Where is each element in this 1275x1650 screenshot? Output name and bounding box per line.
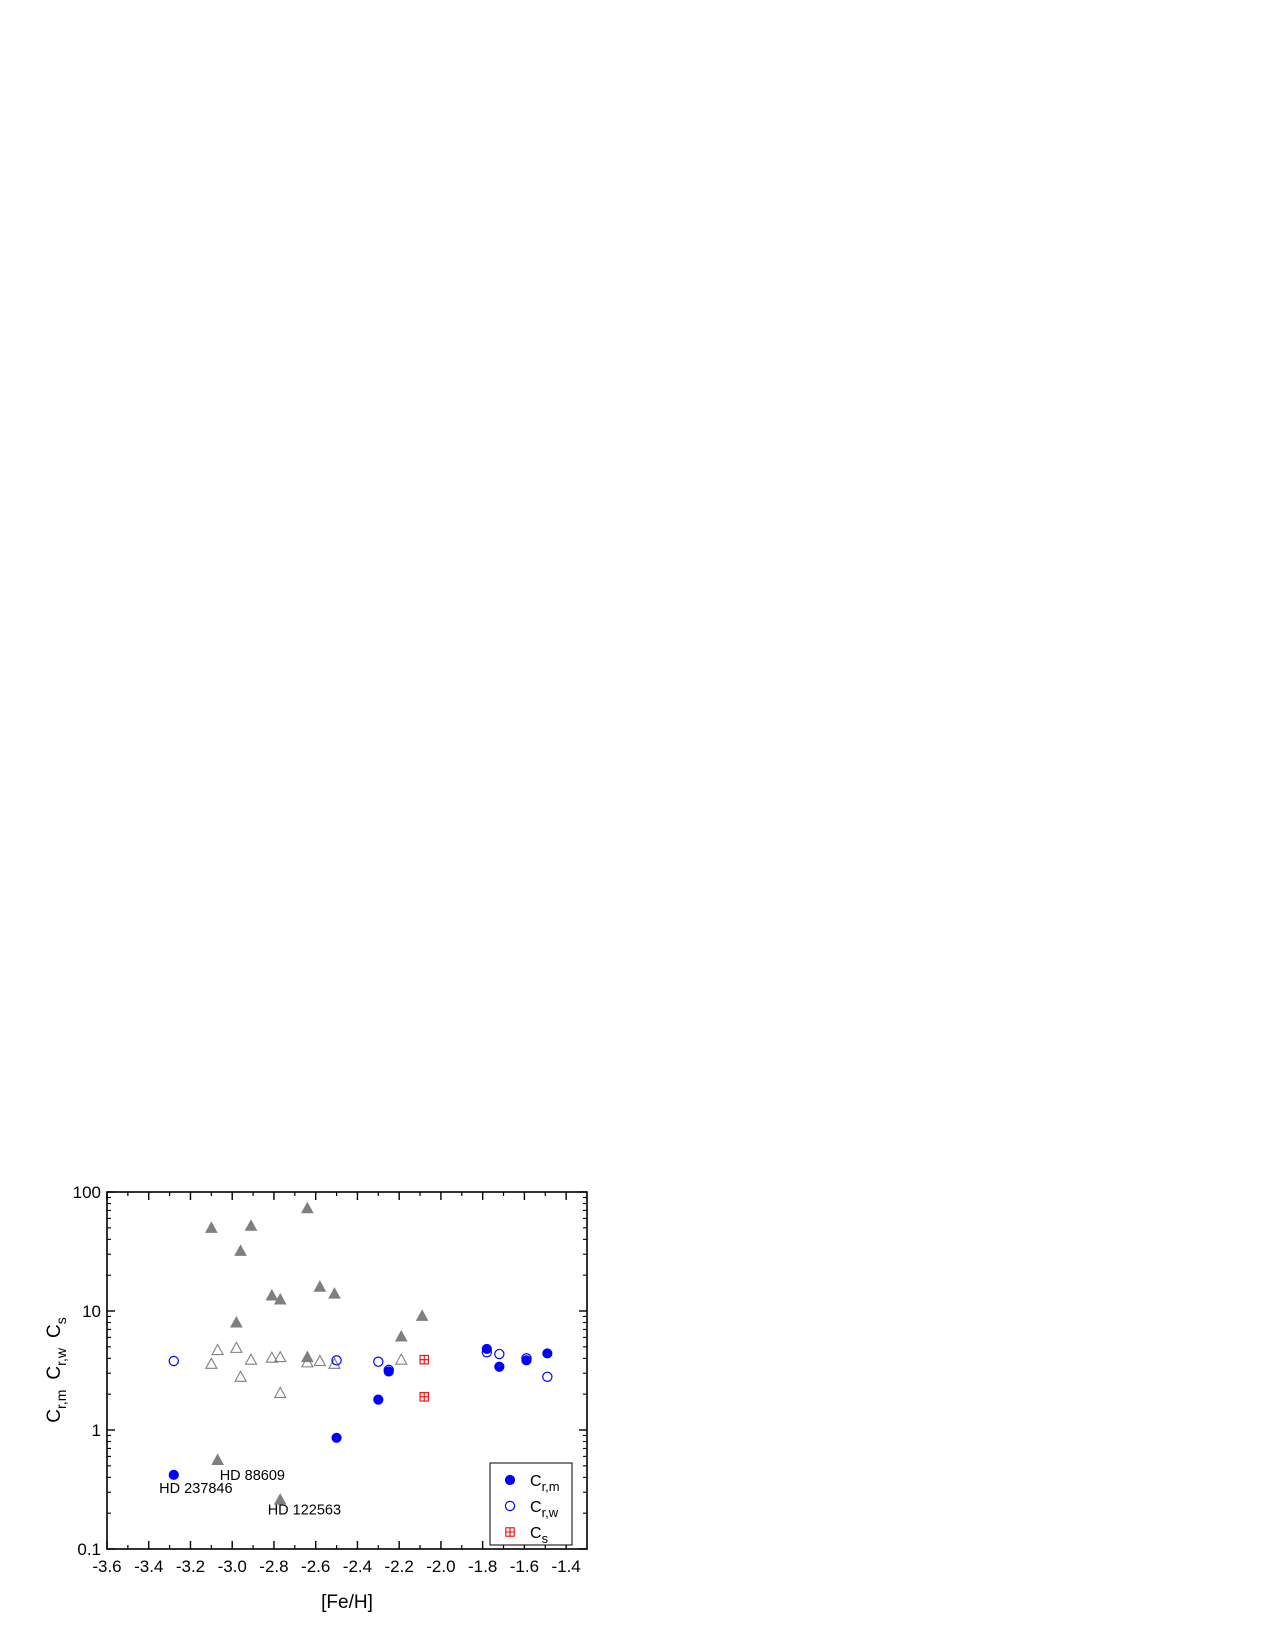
data-point-filled-triangle bbox=[205, 1221, 218, 1233]
axis-ticks bbox=[106, 1191, 587, 1550]
data-point-boxed-plus bbox=[419, 1392, 429, 1402]
data-point-filled-triangle bbox=[234, 1244, 247, 1256]
data-point-open-triangle bbox=[265, 1351, 279, 1363]
y-label-sub-1: r,m bbox=[53, 1390, 69, 1409]
x-tick-label: -3.6 bbox=[92, 1557, 121, 1576]
data-point-open-triangle bbox=[234, 1370, 247, 1382]
data-point-open-triangle bbox=[273, 1350, 287, 1363]
data-point-filled-circle bbox=[494, 1361, 505, 1372]
y-tick-label: 1 bbox=[92, 1421, 101, 1440]
data-point-open-circle bbox=[168, 1355, 179, 1367]
data-point-filled-triangle bbox=[301, 1201, 314, 1214]
x-tick-label: -2.6 bbox=[301, 1557, 330, 1576]
data-point-open-triangle bbox=[328, 1357, 341, 1369]
legend-label: Cs bbox=[530, 1525, 549, 1546]
data-point-open-triangle bbox=[204, 1357, 218, 1369]
data-point-boxed-plus bbox=[419, 1354, 429, 1365]
data-point-filled-circle bbox=[331, 1432, 342, 1443]
data-point-open-circle bbox=[331, 1355, 342, 1366]
x-axis-label: [Fe/H] bbox=[321, 1592, 373, 1613]
x-tick-label: -1.4 bbox=[551, 1557, 580, 1576]
x-tick-label: -3.4 bbox=[134, 1557, 163, 1576]
data-point-filled-circle bbox=[373, 1394, 384, 1405]
point-annotation: HD 88609 bbox=[220, 1468, 285, 1484]
y-tick-label: 100 bbox=[73, 1183, 101, 1202]
data-point-filled-triangle bbox=[273, 1292, 287, 1305]
x-tick-label: -3.2 bbox=[176, 1557, 205, 1576]
data-point-open-circle bbox=[542, 1371, 553, 1382]
y-tick-label: 0.1 bbox=[77, 1540, 101, 1559]
data-point-open-triangle bbox=[273, 1386, 287, 1398]
data-point-open-triangle bbox=[394, 1353, 408, 1365]
x-tick-label: -2.8 bbox=[259, 1557, 288, 1576]
legend-marker-open-circle bbox=[504, 1500, 516, 1512]
data-point-open-triangle bbox=[229, 1341, 243, 1353]
data-point-filled-triangle bbox=[273, 1493, 287, 1505]
data-point-filled-circle bbox=[383, 1366, 394, 1377]
legend-marker-boxed-plus bbox=[505, 1527, 515, 1537]
plot-frame bbox=[106, 1191, 588, 1550]
data-point-open-triangle bbox=[300, 1355, 314, 1368]
data-point-open-triangle bbox=[244, 1353, 258, 1365]
x-tick-label: -1.6 bbox=[510, 1557, 539, 1576]
data-point-filled-triangle bbox=[328, 1287, 341, 1299]
data-point-filled-circle bbox=[168, 1469, 179, 1480]
legend-label: Cr,m bbox=[530, 1473, 560, 1494]
data-point-filled-circle bbox=[542, 1348, 553, 1359]
x-tick-label: -2.4 bbox=[343, 1557, 372, 1576]
legend-label: Cr,w bbox=[530, 1499, 559, 1520]
y-tick-label: 10 bbox=[82, 1302, 101, 1321]
y-label-part-1: C bbox=[44, 1409, 65, 1423]
point-annotation: HD 122563 bbox=[268, 1502, 341, 1518]
data-point-filled-triangle bbox=[394, 1330, 408, 1342]
legend: Cr,mCr,wCs bbox=[489, 1462, 573, 1546]
data-point-open-triangle bbox=[211, 1343, 225, 1356]
data-point-filled-triangle bbox=[415, 1309, 429, 1321]
y-axis-label: Cr,mCr,wCs bbox=[44, 1317, 69, 1423]
tick-labels: -3.6 -3.4 -3.2 -3.0 -2.8 -2.6 -2.4 -2.2 -2.0 -1.8… bbox=[73, 1183, 581, 1576]
y-label-sub-3: s bbox=[53, 1317, 69, 1324]
data-point-filled-circle bbox=[521, 1355, 532, 1366]
data-point-open-circle bbox=[494, 1348, 505, 1360]
data-point-open-circle bbox=[373, 1356, 384, 1367]
data-point-open-triangle bbox=[313, 1354, 327, 1367]
data-point-filled-triangle bbox=[230, 1315, 243, 1328]
svg-text:Cr,mCr,wCs: Cr,mCr,wCs bbox=[44, 1317, 69, 1423]
point-annotation: HD 237846 bbox=[159, 1481, 232, 1497]
data-point-filled-triangle bbox=[211, 1453, 224, 1465]
x-tick-label: -2.2 bbox=[385, 1557, 414, 1576]
x-tick-label: -3.0 bbox=[218, 1557, 247, 1576]
x-tick-label: -2.0 bbox=[426, 1557, 455, 1576]
y-label-part-2: C bbox=[44, 1366, 65, 1380]
data-point-filled-triangle bbox=[265, 1288, 279, 1301]
y-label-part-3: C bbox=[44, 1324, 65, 1338]
legend-box bbox=[489, 1462, 573, 1546]
data-point-filled-circle bbox=[481, 1343, 492, 1355]
y-label-sub-2: r,w bbox=[53, 1347, 69, 1366]
legend-marker-filled-circle bbox=[504, 1474, 516, 1486]
data-points bbox=[168, 1201, 553, 1505]
data-point-filled-triangle bbox=[313, 1280, 327, 1292]
data-point-filled-triangle bbox=[244, 1219, 258, 1231]
x-tick-label: -1.8 bbox=[468, 1557, 497, 1576]
